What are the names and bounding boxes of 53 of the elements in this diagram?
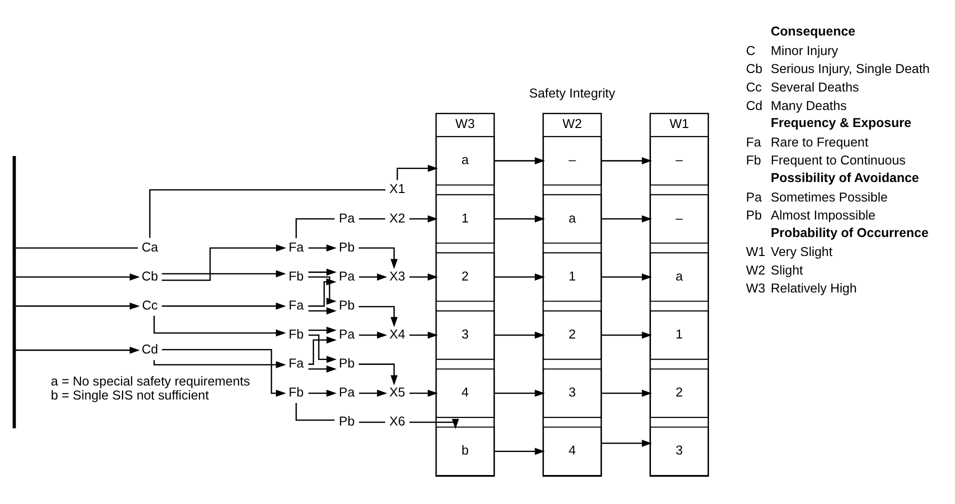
label: Minor Injury xyxy=(770,42,838,58)
label: b = Single SIS not sufficient xyxy=(50,387,209,402)
node-text: X6 xyxy=(389,414,406,429)
label: Cc xyxy=(746,80,762,95)
node-text: Cd xyxy=(142,342,158,357)
label: Sometimes Possible xyxy=(770,189,888,204)
label: Many Deaths xyxy=(770,98,847,113)
node-text: Cc xyxy=(142,297,158,312)
node-text: Pa xyxy=(338,384,355,400)
label: C xyxy=(746,42,756,58)
label: Pa xyxy=(746,189,762,204)
node-text: Fb xyxy=(288,326,304,342)
label: Several Deaths xyxy=(770,80,859,95)
label: Fa xyxy=(746,134,762,150)
label: Possibility of Avoidance xyxy=(770,170,919,185)
label: W2 xyxy=(746,262,766,278)
node-text: Pb xyxy=(338,356,355,371)
node-text: Fb xyxy=(288,384,304,400)
label: W1 xyxy=(746,244,766,260)
label: Serious Injury, Single Death xyxy=(770,61,930,76)
node-text: Pa xyxy=(338,326,355,342)
label: Cd xyxy=(746,98,762,113)
node-text: Pb xyxy=(338,414,355,429)
node-text: Pa xyxy=(338,268,355,284)
label: Safety Integrity xyxy=(529,85,616,100)
node-text: Fa xyxy=(288,239,304,254)
label: W3 xyxy=(746,280,766,296)
label: Slight xyxy=(770,262,804,278)
node-text: Pb xyxy=(338,239,355,254)
node-text: Ca xyxy=(142,239,158,254)
label: Almost Impossible xyxy=(770,208,876,223)
label: Rare to Frequent xyxy=(770,134,868,150)
node-text: X3 xyxy=(389,268,406,284)
label: Very Slight xyxy=(770,244,832,260)
label: Frequency & Exposure xyxy=(770,115,912,130)
label: Probability of Occurrence xyxy=(770,224,929,240)
node-text: Fa xyxy=(288,356,304,371)
label: Pb xyxy=(746,208,762,223)
node-text: Pa xyxy=(338,210,355,226)
node-text: Fa xyxy=(288,297,304,312)
label: Relatively High xyxy=(770,280,857,296)
label: Consequence xyxy=(770,24,856,39)
node-text: X2 xyxy=(389,210,406,226)
node-text: X4 xyxy=(389,326,406,342)
label: Frequent to Continuous xyxy=(770,152,906,168)
label: Cb xyxy=(746,61,762,76)
node-text: Pb xyxy=(338,297,355,312)
node-text: Fb xyxy=(288,268,304,284)
node-text: X1 xyxy=(389,181,406,196)
node-text: Cb xyxy=(142,268,158,284)
label: a = No special safety requirements xyxy=(50,373,250,388)
node-text: X5 xyxy=(389,384,406,400)
label: Fb xyxy=(746,152,762,168)
